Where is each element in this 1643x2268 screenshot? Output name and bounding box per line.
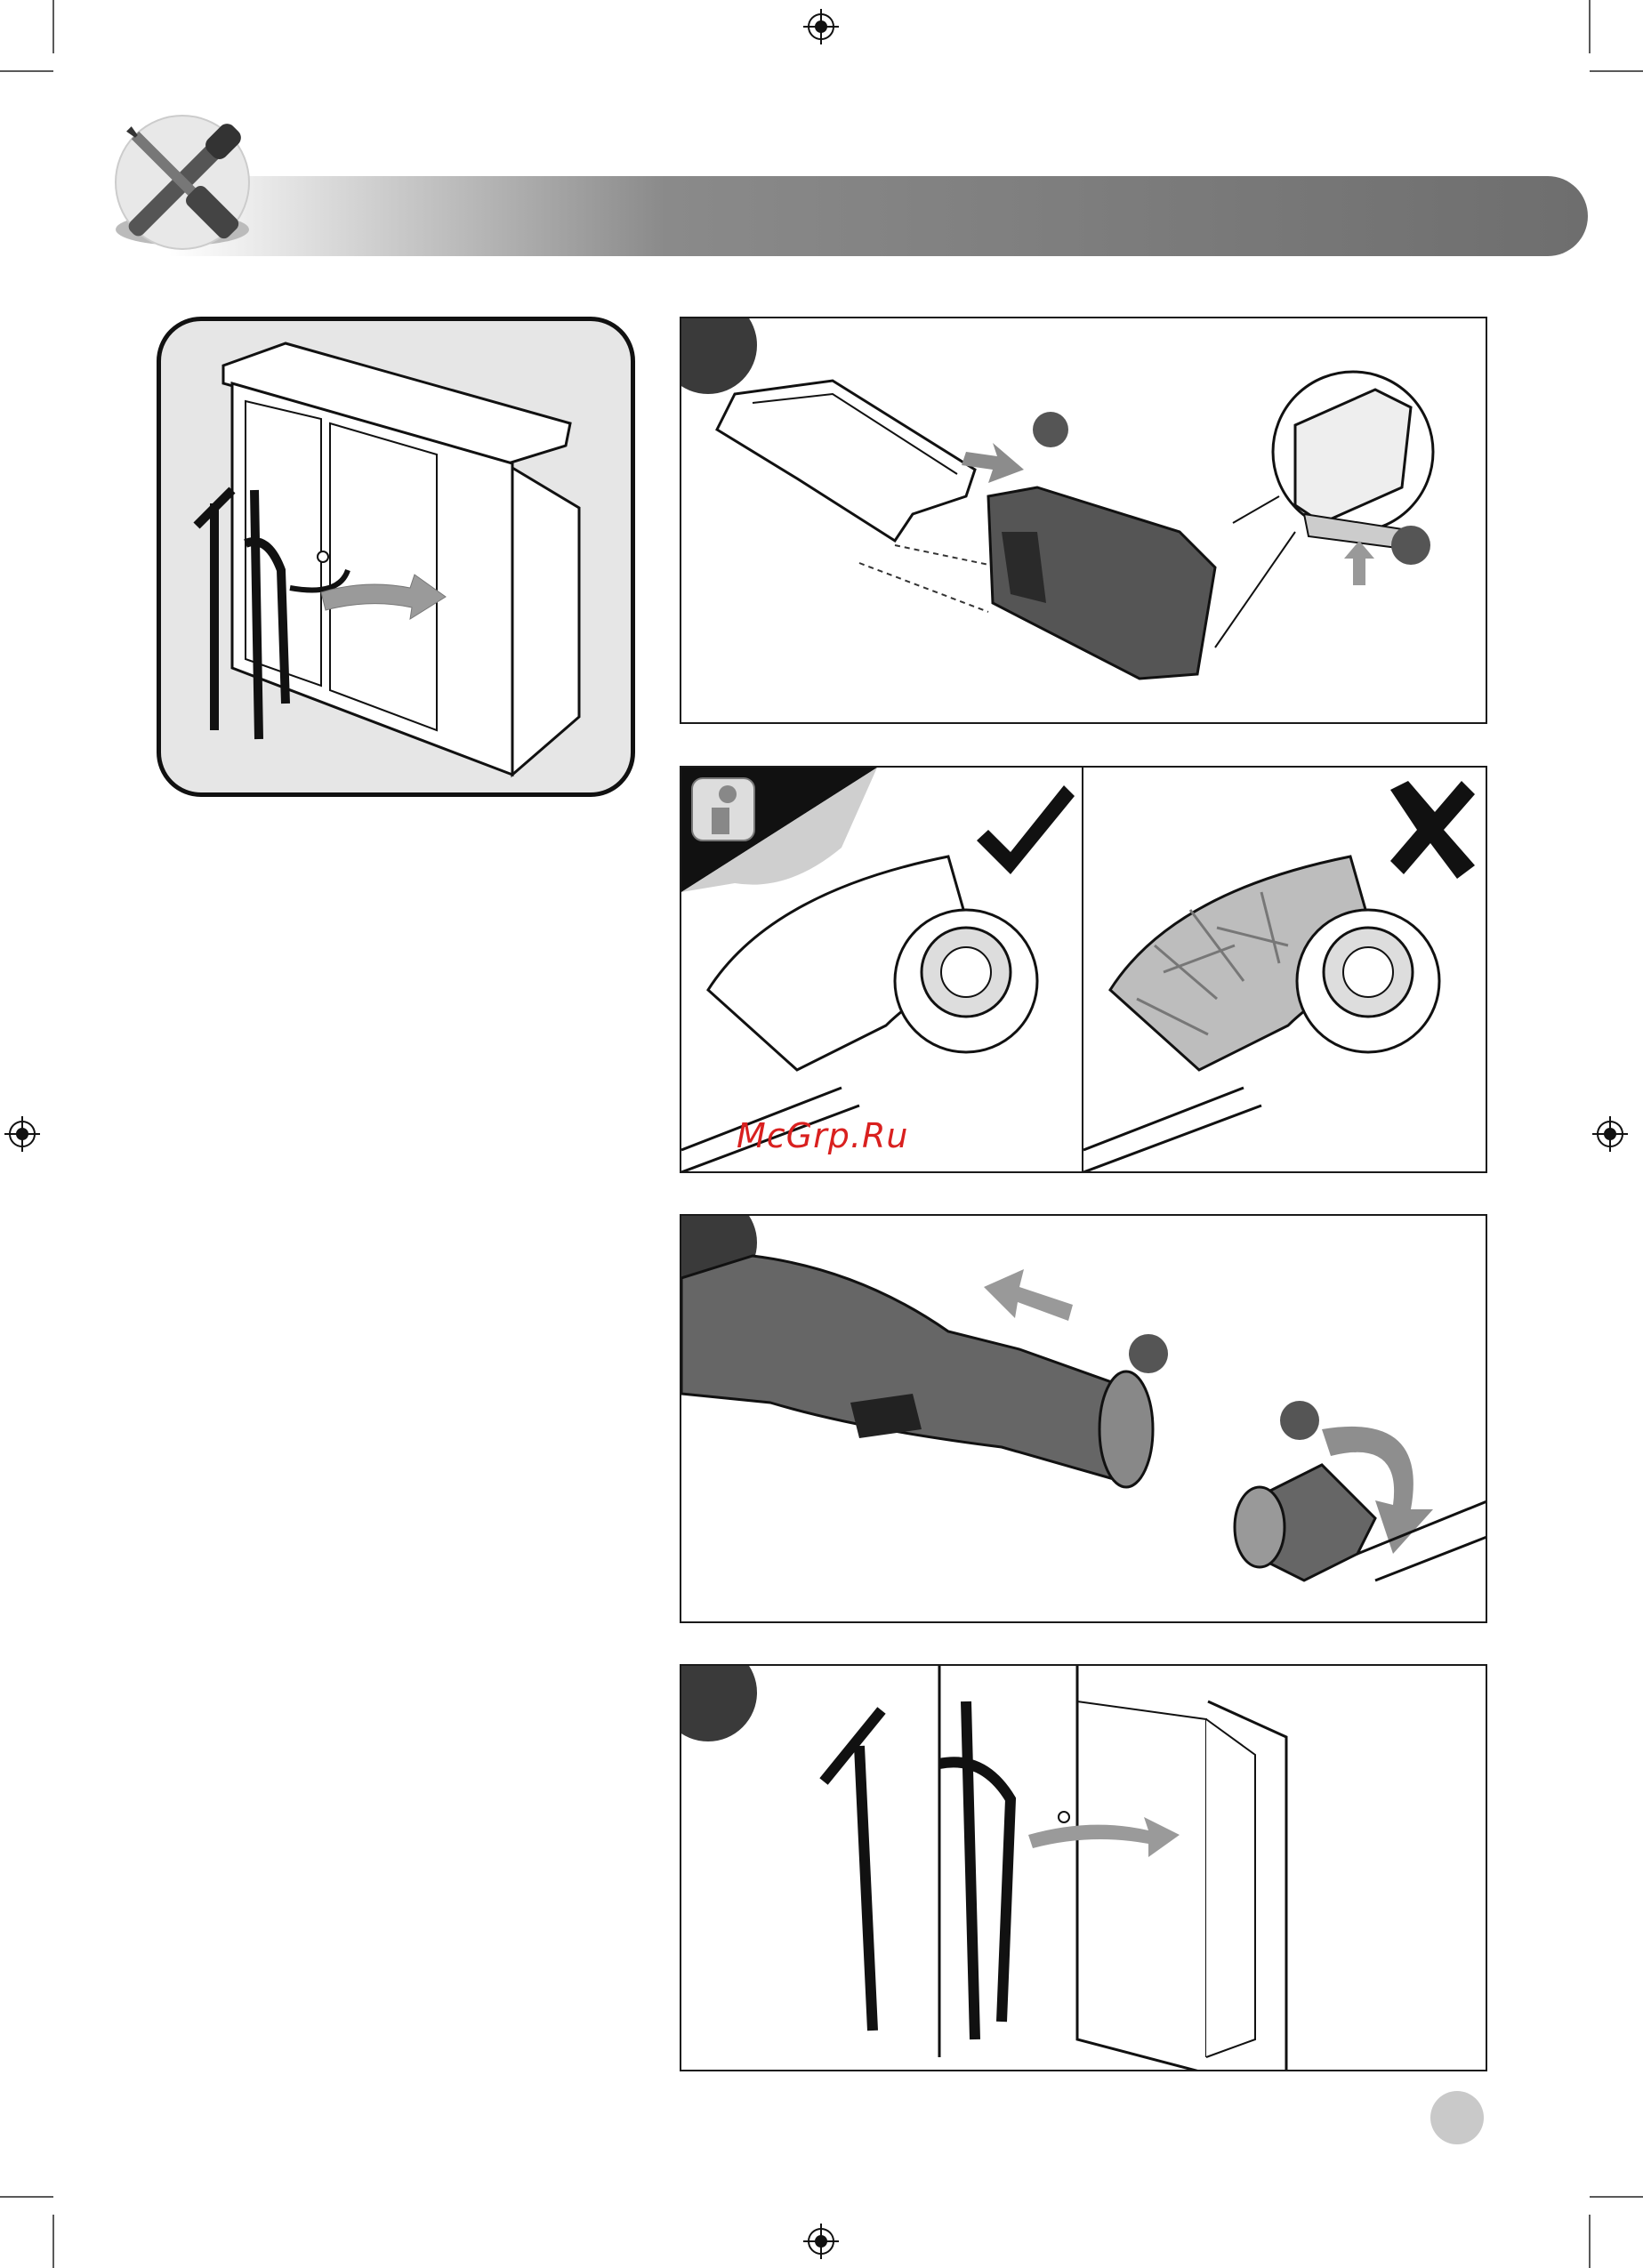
storage-hanging-panel <box>680 1664 1487 2071</box>
step-a-circle <box>1033 412 1068 447</box>
storage-overview-panel <box>157 317 635 797</box>
step-circle-icon <box>681 318 757 394</box>
step-b-circle <box>1280 1401 1319 1440</box>
battery-removal-panel <box>680 317 1487 724</box>
watermark: McGrp.Ru <box>737 1116 908 1155</box>
registration-mark-left <box>4 1116 40 1152</box>
tools-icon <box>102 98 280 258</box>
header-banner <box>98 98 1628 276</box>
page-number-badge <box>1430 2091 1484 2144</box>
cross-icon <box>1390 781 1475 879</box>
guard-dirty-panel <box>1082 766 1487 1173</box>
registration-mark-right <box>1592 1116 1628 1152</box>
curved-arrow-icon <box>161 321 631 792</box>
step-b-circle <box>1391 526 1430 565</box>
step-circle-icon <box>681 1666 757 1741</box>
spool-cover-panel <box>680 1214 1487 1623</box>
checkmark-icon <box>977 785 1075 874</box>
guard-clean-panel <box>680 766 1083 1173</box>
registration-mark-top <box>803 9 839 44</box>
step-a-circle <box>1129 1334 1168 1373</box>
registration-mark-bottom <box>803 2224 839 2259</box>
